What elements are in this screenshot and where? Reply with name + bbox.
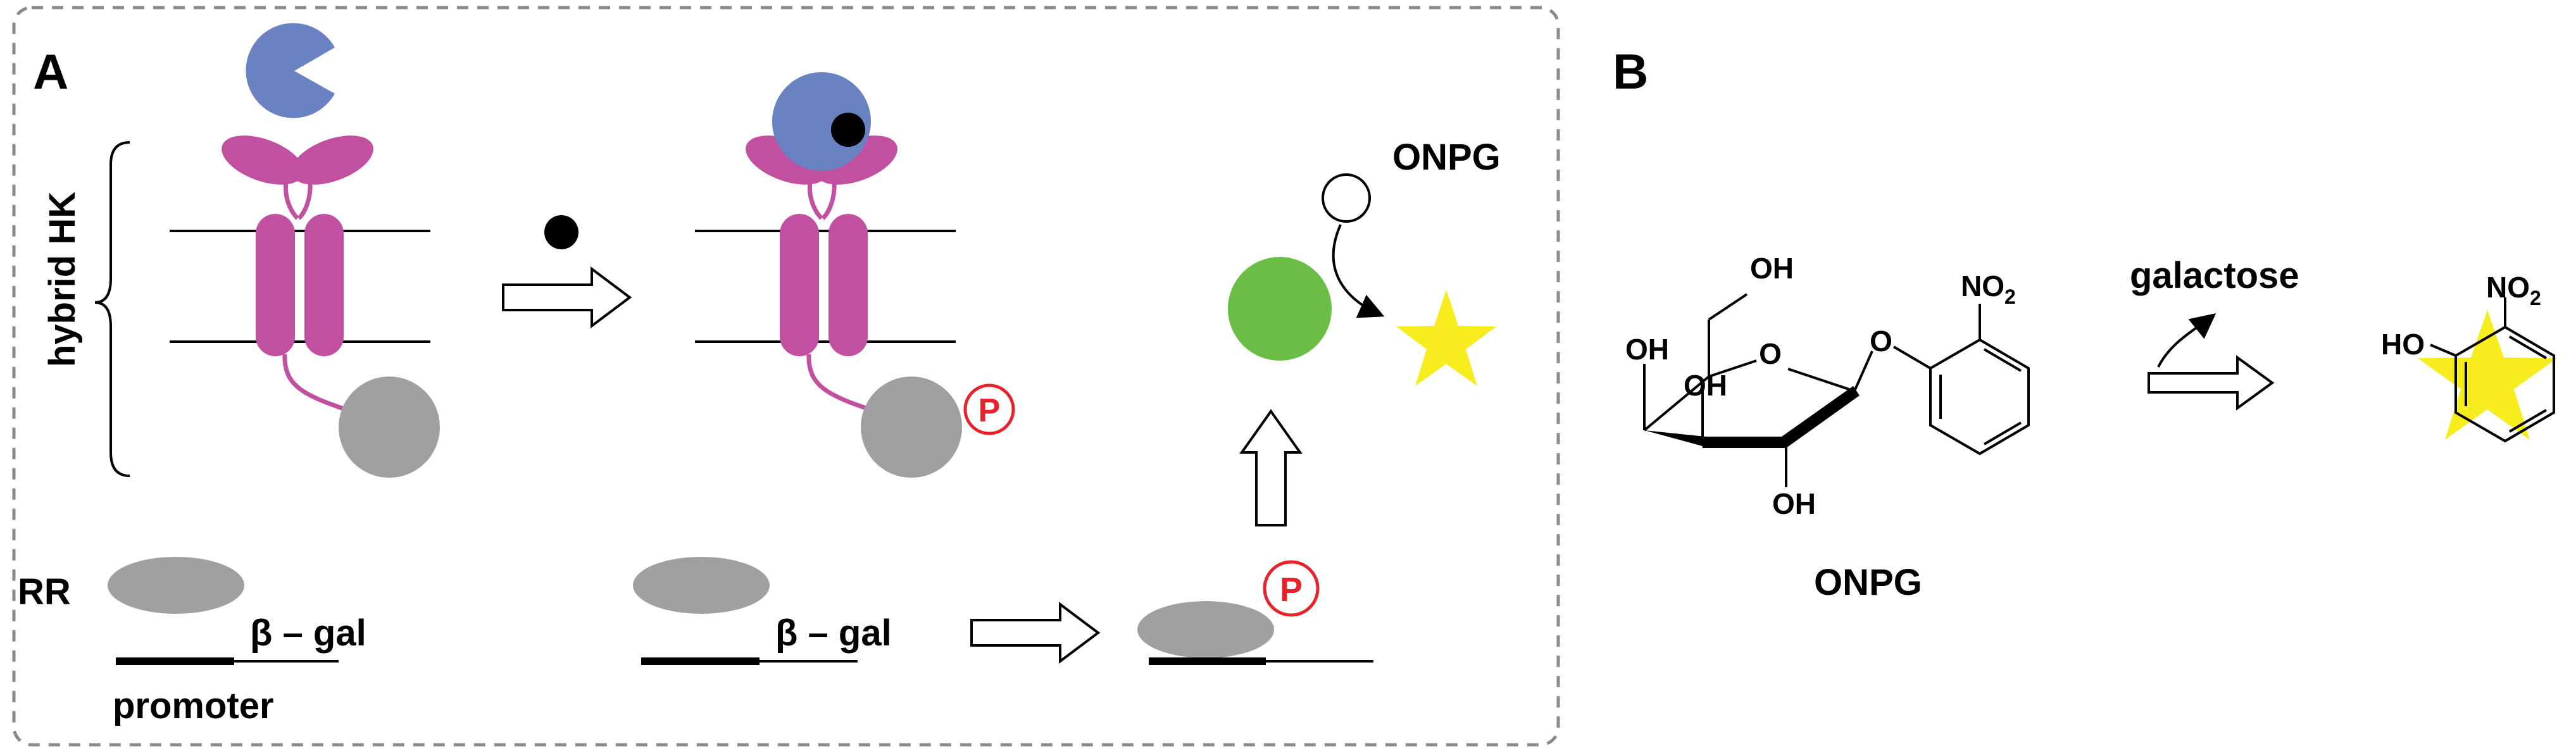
reaction-arrow [1332,224,1385,318]
rr-unbound-left [108,557,244,614]
arrow-expression[interactable] [1239,409,1303,526]
linker-strands [283,180,313,220]
beta-gal-label-middle: β – gal [775,613,892,654]
rr-unbound-middle [633,557,770,614]
transmembrane-helix-1 [780,214,819,356]
hybrid-hk-label: hybrid HK [42,192,83,367]
galactose-release-arrow [2157,313,2216,368]
oh-c3: OH [1684,369,1727,402]
panel-a-border [12,6,1560,747]
ring-oxygen: O [1759,337,1782,370]
rr-phosphate-label: P [1280,571,1303,609]
sensor-lobe-left [222,135,304,185]
product-star [1396,290,1496,386]
arrow-rr-binding[interactable] [970,602,1101,664]
transmembrane-helix-1 [256,214,295,356]
nitrophenyl-ring [1929,338,2030,456]
hybrid-hk-bound: P [746,72,1015,478]
onpg-substrate [1322,173,1371,223]
wedge-bond-front-left [1644,430,1706,446]
oh-c4: OH [1625,333,1669,366]
receiver-domain [339,376,440,478]
rr-phosphate-badge [1263,560,1320,617]
beta-gal-enzyme [1228,257,1332,361]
ligand-dot [544,215,578,249]
arrow-hydrolysis[interactable] [2148,355,2275,411]
onpg-label-a: ONPG [1392,137,1501,178]
promoter-label: promoter [113,685,274,726]
onp-structure: NO2 HO [2381,271,2555,443]
arrow-binding[interactable] [502,266,632,328]
bound-ligand-dot [831,113,865,147]
rr-label: RR [18,571,71,613]
nitro-label: NO2 [1961,270,2016,308]
hk-receiver-linker [806,354,877,414]
phosphate-label: P [979,392,1001,429]
panel-a-label: A [33,44,68,99]
onpg-structure: O OH OH OH OH O NO2 [1625,252,2030,520]
ligand-binding-domain-open [246,23,335,118]
oh-c2: OH [1772,487,1816,520]
receiver-domain [861,376,962,478]
transmembrane-helix-2 [828,214,868,356]
hybrid-hk-brace [94,141,130,477]
glycosidic-oxygen: O [1870,325,1892,358]
phosphate-badge [963,383,1015,435]
hybrid-hk-unbound [222,23,440,478]
ch2oh-label: OH [1750,252,1794,285]
hk-receiver-linker [282,354,353,414]
wedge-bond-front [1701,437,1786,448]
onp-star [2418,310,2557,440]
rr-bound [1137,601,1274,658]
linker-strands [807,180,837,220]
transmembrane-helix-2 [304,214,344,356]
sensor-lobe-right [291,135,373,185]
galactose-label: galactose [2130,255,2299,296]
wedge-bond-front-right [1782,386,1860,448]
beta-gal-label-left: β – gal [250,613,366,654]
onpg-label-b: ONPG [1814,562,1922,603]
panel-b-label: B [1613,44,1648,99]
onp-ho-label: HO [2381,328,2425,361]
onp-nitro-label: NO2 [2486,271,2541,309]
